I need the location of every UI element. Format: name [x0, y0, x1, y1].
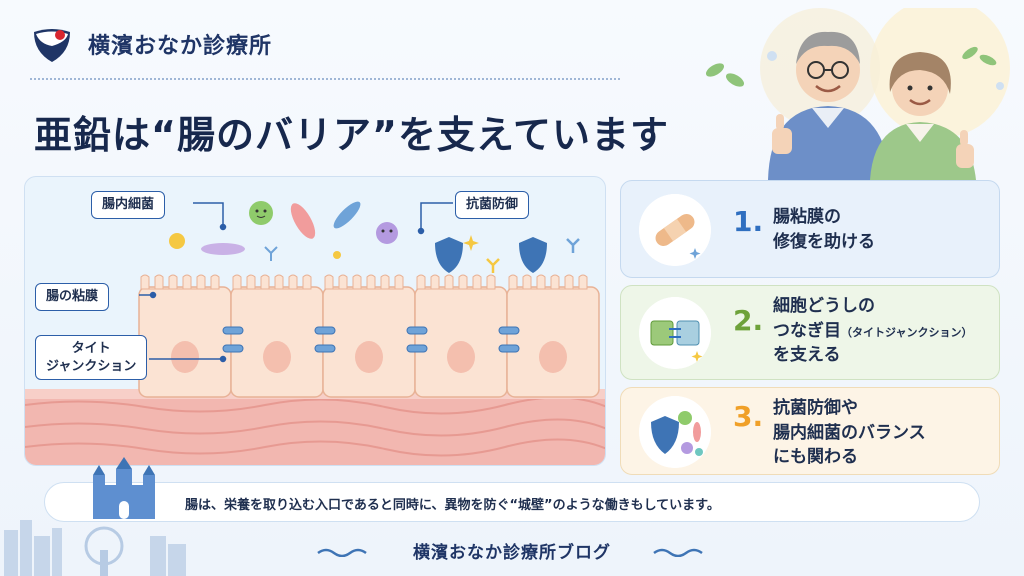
benefit-1-line1: 腸粘膜の: [773, 207, 841, 227]
yokohama-skyline-icon: [4, 520, 186, 576]
intestine-cross-section: [25, 201, 605, 465]
header-divider: [30, 78, 620, 80]
summary-banner: 腸は、栄養を取り込む入口であると同時に、異物を防ぐ“城壁”のような働きもしていま…: [44, 457, 980, 522]
benefit-2-line2-main: つなぎ目: [773, 320, 841, 341]
callout-tight-junction-line2: ジャンクション: [46, 358, 137, 374]
senior-couple-thumbs-up-illustration: [705, 8, 1010, 180]
cell-junction-icon: [639, 297, 711, 369]
clinic-logo-icon: [34, 29, 70, 62]
benefit-3-line3: にも関わる: [773, 447, 858, 468]
page-title: 亜鉛は“腸のバリア”を支えています: [34, 113, 670, 157]
benefit-1-number: 1.: [733, 205, 764, 238]
callout-intestinal-mucosa: 腸の粘膜: [35, 283, 110, 311]
shield-bacteria-icon: [639, 396, 711, 468]
benefit-2-number: 2.: [733, 304, 764, 337]
benefit-1-text: 腸粘膜の 修復を助ける: [773, 205, 875, 254]
benefit-card-3: 3. 抗菌防御や 腸内細菌のバランス にも関わる: [620, 387, 1000, 475]
wave-left-icon: [317, 548, 367, 557]
bacteria-icon: [169, 201, 398, 261]
benefit-2-line2-note: （タイトジャンクション）: [841, 325, 973, 339]
castle-icon: [93, 457, 155, 519]
callout-gut-bacteria: 腸内細菌: [91, 191, 166, 219]
wave-right-icon: [653, 548, 703, 557]
benefit-2-text: 細胞どうしの つなぎ目（タイトジャンクション） を支える: [773, 294, 972, 368]
benefit-2-line3: を支える: [773, 345, 841, 366]
benefit-3-line2: 腸内細菌のバランス: [773, 422, 926, 443]
benefit-1-line2: 修復を助ける: [773, 231, 875, 252]
leaf-icon: [705, 46, 997, 87]
intestinal-barrier-illustration: 腸内細菌 抗菌防御 腸の粘膜 タイト ジャンクション: [24, 176, 606, 466]
summary-banner-text: 腸は、栄養を取り込む入口であると同時に、異物を防ぐ“城壁”のような働きもしていま…: [185, 498, 720, 513]
shield-icon: [435, 235, 580, 273]
callout-tight-junction: タイト ジャンクション: [35, 335, 148, 381]
callout-antimicrobial-defense: 抗菌防御: [455, 191, 530, 219]
benefit-2-line1: 細胞どうしの: [773, 296, 875, 316]
benefit-3-text: 抗菌防御や 腸内細菌のバランス にも関わる: [773, 396, 926, 470]
callout-tight-junction-line1: タイト: [71, 341, 111, 356]
benefit-card-1: 1. 腸粘膜の 修復を助ける: [620, 180, 1000, 278]
benefit-2-line2: つなぎ目（タイトジャンクション）: [773, 319, 972, 344]
bandage-icon: [639, 194, 711, 266]
benefit-card-2: 2. 細胞どうしの つなぎ目（タイトジャンクション） を支える: [620, 285, 1000, 380]
blog-footer-title: 横濱おなか診療所ブログ: [413, 543, 611, 563]
clinic-name: 横濱おなか診療所: [88, 34, 273, 59]
benefit-3-number: 3.: [733, 400, 764, 433]
benefit-3-line1: 抗菌防御や: [773, 398, 858, 418]
